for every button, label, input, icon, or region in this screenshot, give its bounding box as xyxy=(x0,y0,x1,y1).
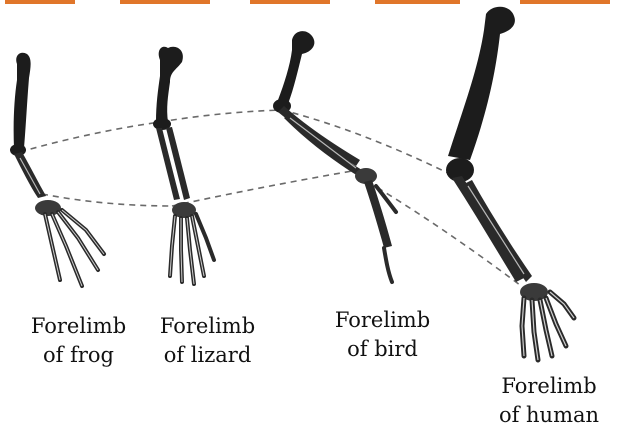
frog-radioulna-groove xyxy=(20,158,40,194)
human-humerus xyxy=(448,7,515,160)
lizard-caption: Forelimb of lizard xyxy=(145,312,270,370)
bird-caption-line1: Forelimb xyxy=(320,306,445,335)
bird-caption: Forelimb of bird xyxy=(320,306,445,364)
wrist-line-frog-lizard xyxy=(42,194,172,206)
frog-caption-line2: of frog xyxy=(16,341,141,370)
frog-digits xyxy=(45,210,104,286)
human-caption: Forelimb of human xyxy=(485,372,613,430)
wrist-line-lizard-bird xyxy=(172,170,358,206)
elbow-line-bird-human xyxy=(282,110,452,175)
lizard-forelimb xyxy=(153,47,214,284)
elbow-line-lizard-bird xyxy=(160,110,282,122)
lizard-humerus xyxy=(156,47,183,122)
human-ulna xyxy=(452,176,524,282)
human-caption-line2: of human xyxy=(485,401,613,430)
human-forelimb xyxy=(446,7,574,360)
bird-digit-tip xyxy=(384,248,392,282)
lizard-caption-line1: Forelimb xyxy=(145,312,270,341)
frog-caption-line1: Forelimb xyxy=(16,312,141,341)
human-caption-line1: Forelimb xyxy=(485,372,613,401)
bird-radius-groove xyxy=(290,118,356,168)
bird-caption-line2: of bird xyxy=(320,335,445,364)
frog-forelimb xyxy=(10,53,104,286)
bird-humerus xyxy=(278,31,314,104)
frog-caption: Forelimb of frog xyxy=(16,312,141,370)
lizard-caption-line2: of lizard xyxy=(145,341,270,370)
homology-dashed-lines xyxy=(20,110,524,288)
bird-forelimb xyxy=(273,31,396,282)
human-radius-groove xyxy=(468,186,524,274)
bird-radius xyxy=(284,114,362,176)
elbow-line-frog-lizard xyxy=(20,122,160,152)
frog-humerus xyxy=(14,53,31,148)
lizard-digits xyxy=(170,214,214,284)
